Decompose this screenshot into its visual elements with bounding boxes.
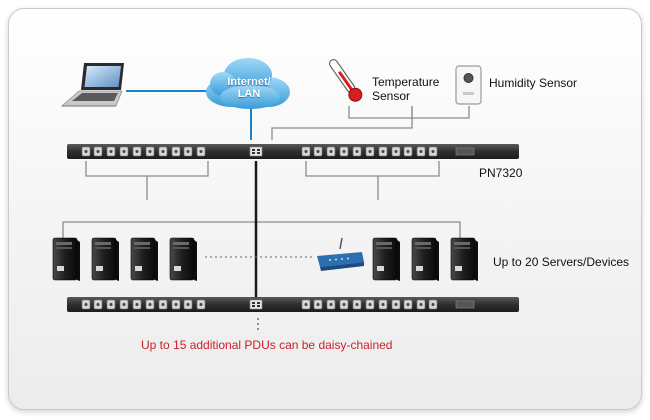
outlet	[93, 146, 103, 157]
outlet	[365, 146, 375, 157]
outlet	[81, 146, 91, 157]
outlet	[171, 146, 181, 157]
outlet	[326, 299, 336, 310]
network-links	[126, 90, 252, 140]
outlet	[403, 299, 413, 310]
server-group	[52, 237, 478, 281]
outlet	[301, 146, 311, 157]
outlet	[301, 299, 311, 310]
outlet	[158, 299, 168, 310]
outlet	[313, 299, 323, 310]
outlet	[183, 146, 193, 157]
outlet	[428, 146, 438, 157]
internet-lan-label: Internet/ LAN	[222, 76, 276, 100]
outlet	[313, 146, 323, 157]
outlet	[171, 299, 181, 310]
outlet	[352, 299, 362, 310]
internet-label-line1: Internet/	[227, 76, 271, 88]
outlet	[145, 146, 155, 157]
outlet	[106, 146, 116, 157]
thermometer-icon	[328, 59, 363, 102]
sensor-links	[271, 106, 470, 140]
pdu-top	[67, 144, 519, 159]
humidity-sensor-icon	[455, 65, 482, 105]
outlet	[416, 146, 426, 157]
outlet	[132, 299, 142, 310]
outlet	[132, 146, 142, 157]
internet-label-line2: LAN	[237, 88, 261, 100]
outlet	[391, 299, 401, 310]
laptop-icon	[60, 63, 124, 107]
outlet	[403, 146, 413, 157]
outlet	[352, 146, 362, 157]
outlet	[326, 146, 336, 157]
temperature-sensor-label: Temperature Sensor	[372, 75, 439, 103]
outlet	[378, 299, 388, 310]
outlet	[339, 146, 349, 157]
network-port	[249, 299, 263, 310]
server-tower-icon	[372, 237, 400, 281]
humidity-sensor-label: Humidity Sensor	[489, 76, 578, 90]
outlet	[378, 146, 388, 157]
outlet	[106, 299, 116, 310]
temperature-label-line1: Temperature	[372, 75, 440, 89]
outlet	[119, 146, 129, 157]
outlet	[145, 299, 155, 310]
daisy-chain-note: Up to 15 additional PDUs can be daisy-ch…	[141, 338, 393, 352]
outlet	[158, 146, 168, 157]
pdu-bottom	[67, 297, 519, 312]
network-port	[249, 146, 263, 157]
outlet	[428, 299, 438, 310]
server-tower-icon	[169, 237, 197, 281]
daisy-chain-cable	[254, 161, 259, 332]
outlet	[391, 146, 401, 157]
pdu-top-connectors	[62, 161, 461, 238]
outlet	[119, 299, 129, 310]
outlet	[183, 299, 193, 310]
server-tower-icon	[91, 237, 119, 281]
outlet	[196, 299, 206, 310]
outlet	[416, 299, 426, 310]
temperature-label-line2: Sensor	[372, 89, 411, 103]
pdu-display	[455, 300, 475, 309]
server-tower-icon	[130, 237, 158, 281]
server-tower-icon	[450, 237, 478, 281]
server-tower-icon	[52, 237, 80, 281]
cloud-icon	[206, 58, 290, 109]
servers-label: Up to 20 Servers/Devices	[493, 255, 630, 269]
server-tower-icon	[411, 237, 439, 281]
pdu-model-label: PN7320	[479, 166, 523, 180]
router-icon	[317, 237, 364, 271]
outlet	[93, 299, 103, 310]
outlet	[365, 299, 375, 310]
outlet	[339, 299, 349, 310]
outlet	[196, 146, 206, 157]
pdu-display	[455, 147, 475, 156]
outlet	[81, 299, 91, 310]
